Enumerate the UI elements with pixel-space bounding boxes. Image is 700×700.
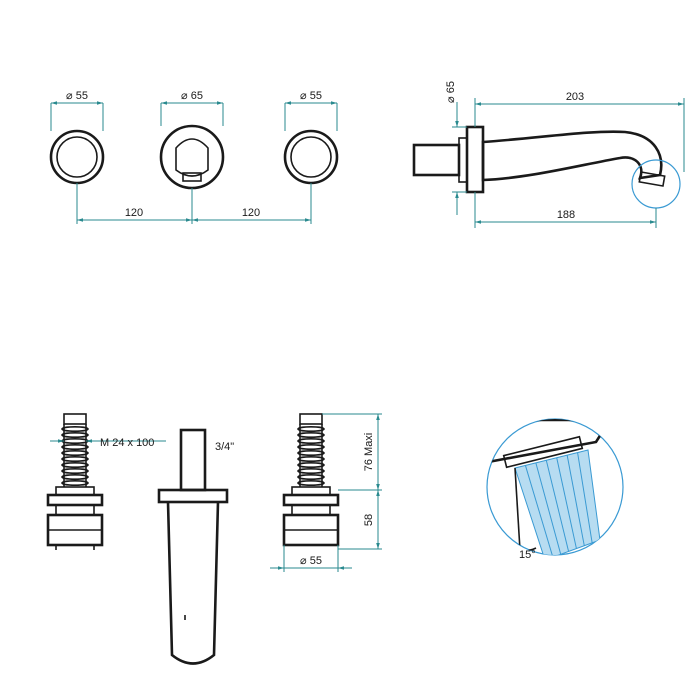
water-stream-line: [566, 455, 585, 546]
spout-aerator: [638, 171, 666, 187]
thread-ring: [61, 425, 89, 432]
dim-spout-flange-dia-label: ⌀ 65: [445, 81, 457, 103]
thread-ring: [297, 467, 325, 474]
spout-pipe-connector: [179, 428, 207, 492]
dim-spout-projection: 188: [474, 192, 657, 228]
center-outlet-front: [159, 124, 225, 190]
thread-ring: [297, 443, 325, 450]
dim-thread: M 24 x 100: [50, 437, 166, 449]
detail-angle-label: 15°: [519, 549, 536, 561]
spout-side-view: ⌀ 65 203 188: [412, 81, 685, 228]
detail-aerator-ring: [502, 435, 584, 469]
detail-vertical-reference: [514, 467, 521, 551]
thread-ring: [61, 443, 89, 450]
right-valve-flange: [282, 493, 340, 507]
thread-ring: [61, 431, 89, 438]
left-valve-side-view: M 24 x 100: [46, 413, 166, 550]
thread-ring: [297, 449, 325, 456]
thread-ring: [61, 449, 89, 456]
dim-max-depth: 76 Maxi: [322, 413, 382, 491]
spout-pipe-view: 3/4": [157, 428, 234, 665]
dim-spout-total: 203: [474, 91, 685, 172]
dim-center-dia: ⌀ 65: [160, 90, 224, 126]
right-valve-cap: [299, 413, 323, 425]
dim-spacing-right-label: 120: [242, 207, 260, 219]
dim-left-dia-label: ⌀ 55: [66, 90, 88, 102]
dim-thread-label: M 24 x 100: [100, 437, 154, 449]
dim-bottom-dia: ⌀ 55: [270, 545, 352, 572]
thread-ring: [297, 479, 325, 486]
spout-pipe-body: [166, 501, 220, 665]
left-valve-cap: [63, 413, 87, 425]
dim-spacing-left-label: 120: [125, 207, 143, 219]
left-valve-flange: [46, 493, 104, 507]
right-valve-thread: [297, 424, 325, 487]
front-view: ⌀ 55 ⌀ 65 ⌀ 55 120 120: [49, 90, 339, 224]
dim-body-height: 58: [338, 490, 382, 550]
thread-ring: [61, 473, 89, 480]
water-stream-line: [556, 457, 577, 549]
spout-flange: [465, 125, 485, 194]
dim-body-height-label: 58: [363, 514, 375, 526]
right-valve-seat: [291, 504, 331, 516]
dim-spout-flange-dia: ⌀ 65: [445, 81, 467, 215]
spout-body: [481, 130, 663, 182]
thread-ring: [61, 437, 89, 444]
thread-ring: [297, 431, 325, 438]
left-valve-seat: [55, 504, 95, 516]
thread-ring: [297, 425, 325, 432]
dim-right-dia: ⌀ 55: [284, 90, 338, 131]
dim-left-dia: ⌀ 55: [50, 90, 104, 131]
right-handle-front: [283, 129, 339, 185]
water-stream-line: [545, 460, 570, 552]
aerator-detail-view: 15°: [486, 418, 624, 561]
dim-center-dia-label: ⌀ 65: [181, 90, 203, 102]
thread-ring: [297, 461, 325, 468]
spout-connector: [412, 143, 461, 177]
dim-pipe-thread-label: 3/4": [215, 441, 234, 453]
thread-ring: [61, 479, 89, 486]
dim-spout-projection-label: 188: [557, 209, 575, 221]
thread-ring: [61, 467, 89, 474]
thread-ring: [297, 437, 325, 444]
thread-ring: [297, 473, 325, 480]
dim-right-dia-label: ⌀ 55: [300, 90, 322, 102]
left-handle-front: [49, 129, 105, 185]
thread-ring: [297, 455, 325, 462]
dim-spacing: 120 120: [76, 183, 312, 224]
left-valve-thread: [61, 424, 89, 487]
dim-spout-total-label: 203: [566, 91, 584, 103]
water-stream-line: [524, 465, 554, 555]
spout-pipe-flange: [157, 488, 229, 504]
dim-max-depth-label: 76 Maxi: [363, 433, 375, 472]
thread-ring: [61, 455, 89, 462]
dim-bottom-dia-label: ⌀ 55: [300, 555, 322, 567]
thread-ring: [61, 461, 89, 468]
right-valve-side-view: 76 Maxi 58 ⌀ 55: [270, 413, 382, 572]
water-stream-line: [535, 462, 562, 555]
water-stream-line: [577, 452, 593, 543]
